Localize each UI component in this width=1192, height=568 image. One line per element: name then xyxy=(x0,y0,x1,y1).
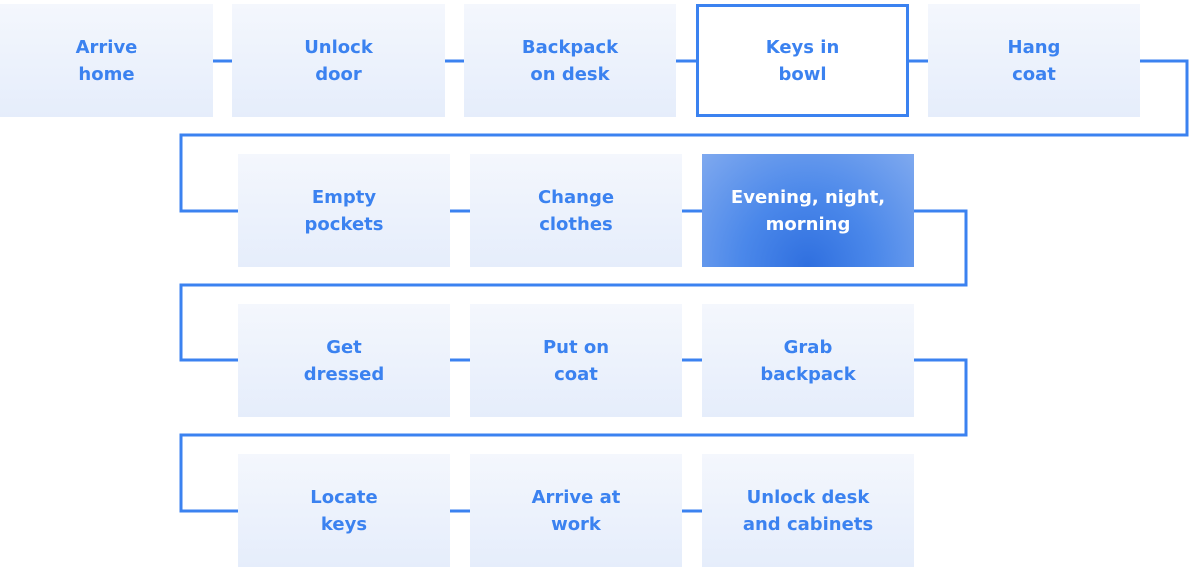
step-label: Evening, night,morning xyxy=(730,186,886,235)
step-evening-night-morning: Evening, night,morning xyxy=(702,154,914,267)
